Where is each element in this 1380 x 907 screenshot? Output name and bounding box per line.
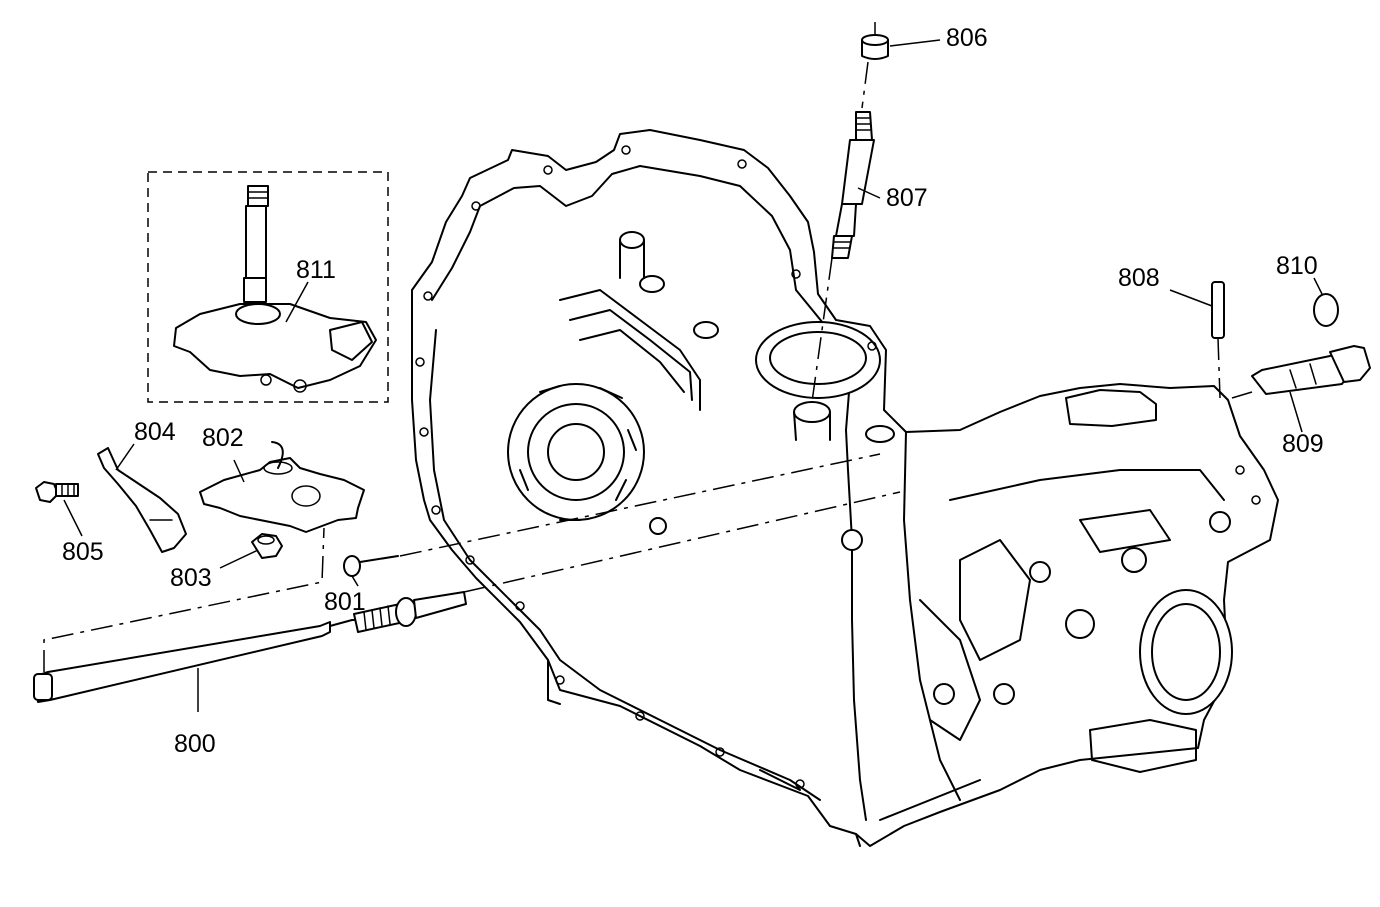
callout-808: 808 [1118, 264, 1160, 292]
part-810-o-ring [1313, 293, 1339, 327]
leader-808 [1169, 289, 1213, 307]
part-802-detent-plate [199, 441, 365, 533]
callout-811: 811 [296, 256, 336, 284]
part-804-detent-spring [97, 447, 187, 553]
part-806-cap [861, 34, 889, 60]
leader-lines [63, 39, 1323, 712]
part-800-manual-shaft [33, 591, 467, 703]
callout-802: 802 [202, 424, 244, 452]
callout-801: 801 [324, 588, 366, 616]
callout-810: 810 [1276, 252, 1318, 280]
leader-807 [857, 187, 881, 199]
leader-804 [115, 443, 135, 471]
leader-811 [285, 281, 309, 323]
assembly-centerlines [43, 22, 1253, 672]
transaxle-case [411, 129, 1279, 847]
assembly-811-dashed-box [147, 171, 389, 403]
leader-802 [233, 459, 245, 483]
part-811-switch-assembly [147, 171, 389, 403]
part-807-stud [831, 111, 875, 259]
part-803-nut [251, 533, 283, 559]
callout-labels: 800 801 802 803 804 805 806 807 808 809 … [62, 24, 1324, 758]
leader-810 [1313, 277, 1323, 295]
callout-800: 800 [174, 730, 216, 758]
callout-809: 809 [1282, 430, 1324, 458]
callout-805: 805 [62, 538, 104, 566]
callout-803: 803 [170, 564, 212, 592]
part-808-pin [1211, 281, 1225, 339]
part-809-sleeve [1251, 345, 1371, 395]
leader-801 [351, 575, 359, 587]
part-801-pin [343, 555, 399, 577]
callout-807: 807 [886, 184, 928, 212]
part-805-bolt [35, 481, 79, 503]
callout-806: 806 [946, 24, 988, 52]
leader-805 [63, 499, 83, 537]
leader-809 [1289, 391, 1303, 433]
leader-803 [219, 549, 259, 569]
callout-804: 804 [134, 418, 176, 446]
leader-806 [889, 39, 941, 47]
